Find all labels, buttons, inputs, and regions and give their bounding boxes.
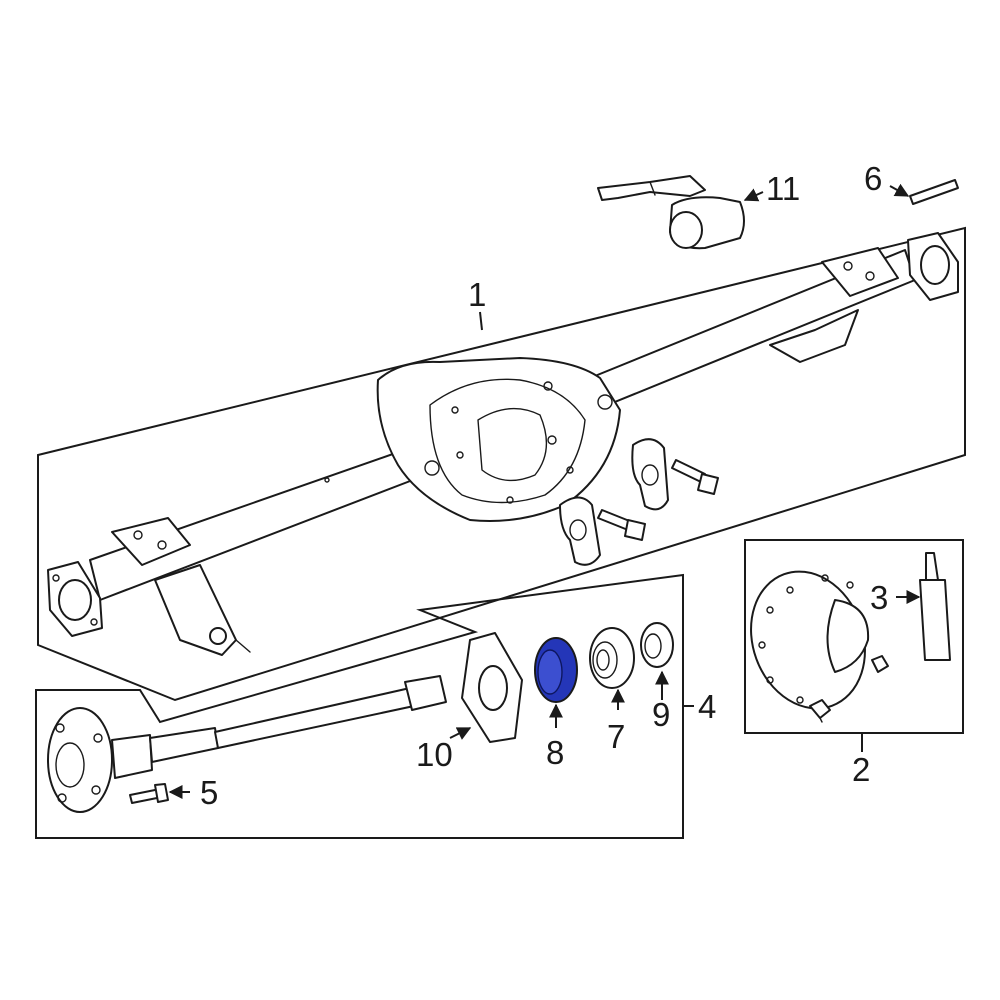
callout-3: 3 bbox=[870, 579, 888, 616]
cover-bolt[interactable] bbox=[809, 699, 831, 723]
vent-stud[interactable] bbox=[909, 179, 959, 205]
wheel-stud[interactable] bbox=[129, 783, 169, 804]
cover-group-frame bbox=[744, 539, 964, 734]
axle-housing-frame bbox=[37, 226, 966, 702]
axle-shaft[interactable] bbox=[47, 675, 447, 813]
sealant-tube[interactable] bbox=[919, 552, 951, 661]
callout-10: 10 bbox=[416, 736, 453, 773]
drain-plug[interactable] bbox=[871, 655, 889, 673]
callout-2: 2 bbox=[852, 751, 870, 788]
bump-stop-bracket[interactable] bbox=[597, 175, 745, 250]
retainer-plate[interactable] bbox=[461, 632, 523, 743]
callout-7: 7 bbox=[607, 718, 625, 755]
retainer-ring[interactable] bbox=[640, 622, 674, 668]
callout-8: 8 bbox=[546, 734, 564, 771]
axle-housing[interactable] bbox=[47, 232, 959, 656]
callout-6: 6 bbox=[864, 160, 882, 197]
leader-lines bbox=[168, 183, 921, 799]
callout-5: 5 bbox=[200, 774, 218, 811]
callout-9: 9 bbox=[652, 696, 670, 733]
bearing-cap-bolts[interactable] bbox=[597, 459, 719, 541]
callout-4: 4 bbox=[698, 688, 716, 725]
bearing-caps[interactable] bbox=[559, 438, 669, 566]
axle-seal[interactable] bbox=[534, 637, 578, 703]
callout-11: 11 bbox=[766, 170, 800, 207]
axle-shaft-frame bbox=[35, 573, 684, 839]
differential-cover[interactable] bbox=[732, 555, 883, 724]
callout-1: 1 bbox=[468, 276, 486, 313]
axle-bearing[interactable] bbox=[589, 627, 635, 689]
